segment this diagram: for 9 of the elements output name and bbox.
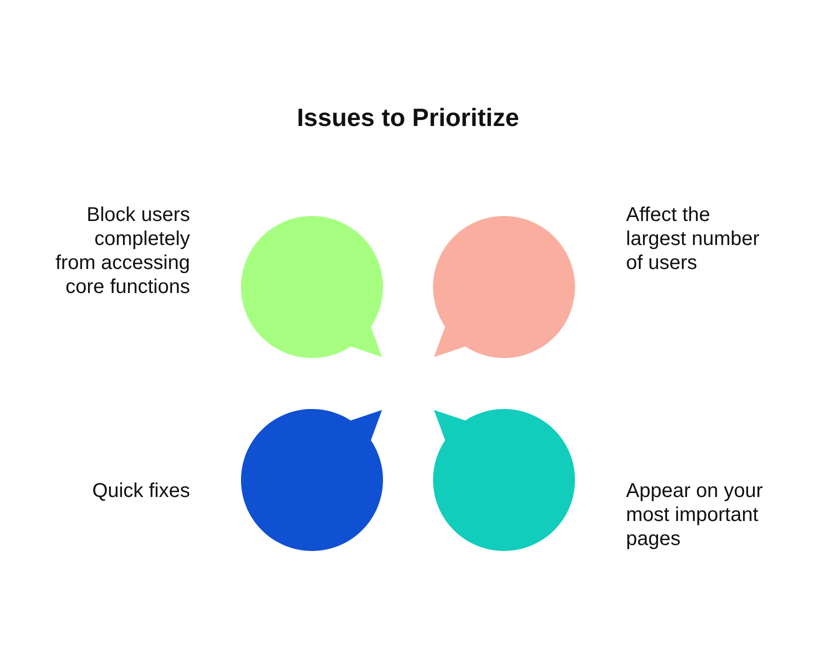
speech-bubble	[433, 216, 575, 358]
speech-bubble	[241, 216, 383, 358]
speech-bubble	[433, 409, 575, 551]
bubble-caption: Appear on your most important pages	[626, 479, 764, 551]
speech-bubble	[241, 409, 383, 551]
diagram-title: Issues to Prioritize	[296, 103, 520, 133]
bubble-caption: Affect the largest number of users	[626, 203, 760, 275]
bubble-caption: Block users completely from accessing core functions	[54, 203, 190, 299]
bubble-caption: Quick fixes	[91, 479, 190, 503]
